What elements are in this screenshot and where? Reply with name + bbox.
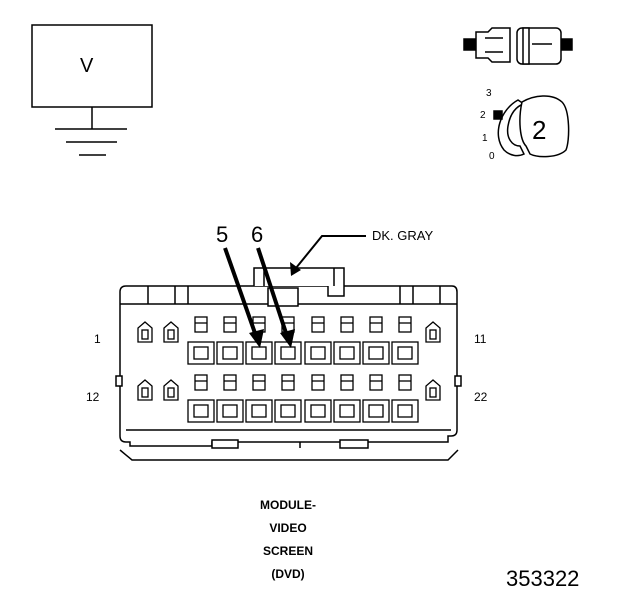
cavity — [304, 374, 332, 423]
pin-pointer-arrows — [223, 247, 289, 337]
view-number: 2 — [532, 115, 547, 145]
view-2-icon — [493, 95, 570, 158]
connector-side-view-icon — [463, 27, 573, 65]
voltmeter-symbol — [31, 24, 153, 156]
voltmeter-letter: V — [80, 55, 94, 77]
connector-caption-line-3: SCREEN — [262, 544, 313, 558]
row-label-bottom-left: 12 — [86, 390, 100, 404]
view-tick-1: 1 — [482, 133, 488, 144]
connector-caption-line-4: (DVD) — [271, 567, 305, 581]
row-label-top-right: 11 — [474, 332, 487, 346]
connector-cavities — [137, 316, 441, 423]
figure-number: 353322 — [506, 566, 580, 591]
latch-clip — [425, 379, 441, 401]
cavity — [216, 316, 244, 365]
latch-clip — [163, 379, 179, 401]
connector-caption-line-1: MODULE- — [260, 498, 316, 512]
cavity — [187, 374, 215, 423]
cavity — [333, 316, 361, 365]
view-tick-0: 0 — [489, 151, 495, 162]
view-tick-2: 2 — [480, 110, 486, 121]
cavity — [216, 374, 244, 423]
cavity — [362, 374, 390, 423]
cavity — [187, 316, 215, 365]
latch-clip — [425, 321, 441, 343]
latch-clip — [137, 379, 153, 401]
wire-color-leader — [295, 235, 366, 269]
wire-color-label: DK. GRAY — [372, 228, 434, 243]
latch-clip — [137, 321, 153, 343]
cavity — [245, 374, 273, 423]
cavity — [245, 316, 273, 365]
latch-clip — [163, 321, 179, 343]
cavity — [274, 374, 302, 423]
row-label-bottom-right: 22 — [474, 390, 488, 404]
pin-5-arrowhead — [249, 329, 264, 348]
pin-label-5: 5 — [216, 222, 229, 247]
cavity — [304, 316, 332, 365]
cavity — [333, 374, 361, 423]
wire-color-arrowhead — [290, 262, 301, 276]
view-tick-3: 3 — [486, 88, 492, 99]
pin-label-6: 6 — [251, 222, 264, 247]
cavity — [362, 316, 390, 365]
connector-caption-line-2: VIDEO — [269, 521, 307, 535]
row-label-top-left: 1 — [94, 332, 101, 346]
pin-6-arrowhead — [280, 329, 295, 348]
cavity — [391, 374, 419, 423]
cavity — [391, 316, 419, 365]
